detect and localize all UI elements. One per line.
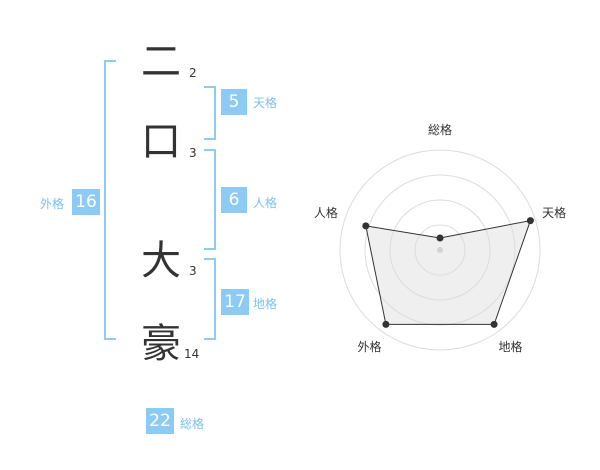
tenkaku-bracket <box>204 86 216 140</box>
radar-point-1 <box>436 234 444 242</box>
name-char-2: 口 <box>141 119 181 165</box>
radar-point-2 <box>526 217 534 225</box>
radar-ring-2 <box>389 199 491 301</box>
radar-ring-3 <box>364 174 516 326</box>
gaikaku-badge: 16 <box>72 189 100 215</box>
radar-polygon <box>365 219 532 325</box>
radar-point-3 <box>490 320 498 328</box>
chikaku-badge: 17 <box>221 289 249 315</box>
radar-axis-label-2: 天格 <box>542 205 566 220</box>
stroke-count-1: 2 <box>189 66 197 80</box>
radar-axis-label-3: 地格 <box>498 339 522 354</box>
radar-center <box>437 247 443 253</box>
radar-point-5 <box>362 222 370 230</box>
stroke-count-2: 3 <box>189 146 197 160</box>
gaikaku-bracket <box>104 60 116 340</box>
radar-point-4 <box>382 320 390 328</box>
radar-axis-label-1: 総格 <box>428 122 452 137</box>
gaikaku-label: 外格 <box>40 197 65 211</box>
chikaku-label: 地格 <box>253 297 278 311</box>
soukaku-label: 総格 <box>180 417 205 431</box>
name-char-3: 大 <box>141 238 181 284</box>
name-char-1: 二 <box>141 39 181 85</box>
jinkaku-bracket <box>204 149 216 250</box>
tenkaku-label: 天格 <box>253 96 278 110</box>
stroke-count-3: 3 <box>189 264 197 278</box>
tenkaku-badge: 5 <box>221 89 247 115</box>
chikaku-bracket <box>204 258 216 340</box>
radar-ring-4 <box>339 149 541 351</box>
stroke-count-4: 14 <box>184 347 200 361</box>
radar-ring-1 <box>414 224 466 276</box>
soukaku-badge: 22 <box>146 408 174 434</box>
name-char-4: 豪 <box>141 321 181 367</box>
radar-axis-label-4: 外格 <box>357 339 381 354</box>
jinkaku-label: 人格 <box>253 196 278 210</box>
radar-axis-label-5: 人格 <box>314 205 338 220</box>
jinkaku-badge: 6 <box>221 187 247 213</box>
